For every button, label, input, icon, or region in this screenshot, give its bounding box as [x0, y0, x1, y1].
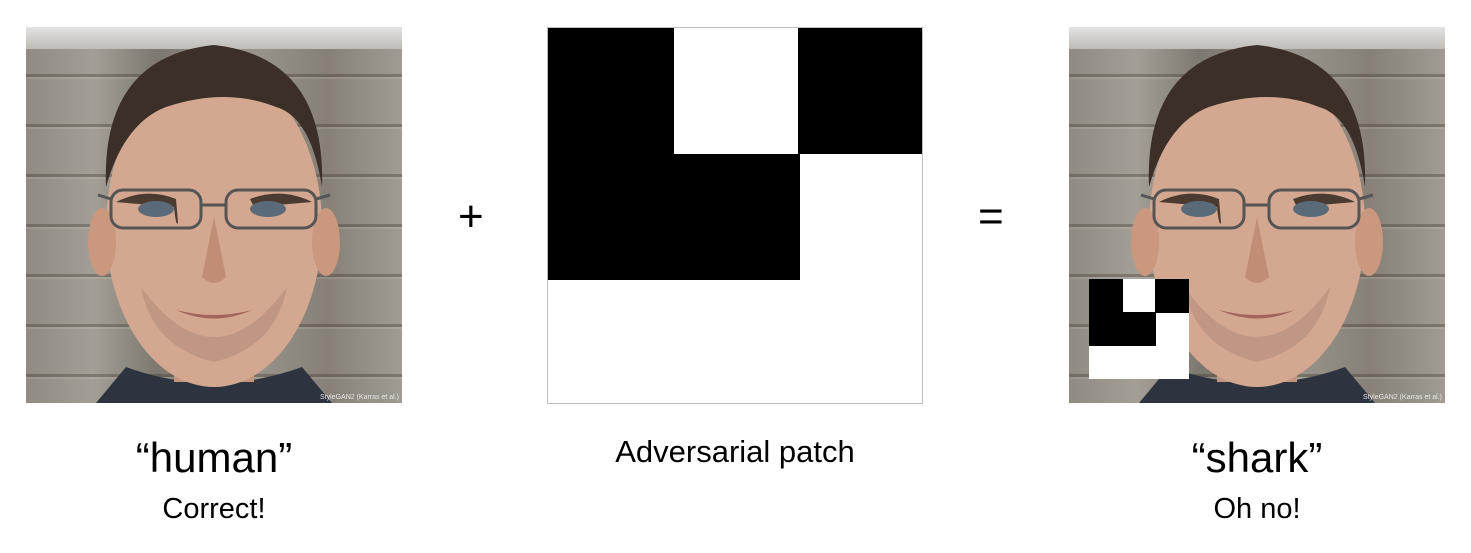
patch-caption: Adversarial patch	[615, 434, 855, 469]
image-credit: StyleGAN2 (Karras et al.)	[320, 394, 399, 401]
prediction-status-right: Oh no!	[1213, 493, 1301, 525]
patched-face-image: StyleGAN2 (Karras et al.)	[1069, 27, 1445, 403]
patch-pattern	[548, 28, 922, 280]
plus-sign: +	[458, 192, 484, 241]
adversarial-patch	[547, 27, 923, 404]
applied-patch	[1089, 279, 1189, 379]
prediction-label-left: “human”	[135, 434, 293, 481]
original-face-image: StyleGAN2 (Karras et al.)	[26, 27, 402, 403]
patch-block-top-right	[798, 28, 922, 154]
patch-block-center	[674, 154, 800, 280]
prediction-label-right: “shark”	[1191, 434, 1323, 481]
equals-sign: =	[978, 192, 1004, 241]
image-credit: StyleGAN2 (Karras et al.)	[1363, 394, 1442, 401]
face-illustration	[1131, 45, 1383, 403]
patch-block-top-left	[548, 28, 674, 280]
prediction-status-left: Correct!	[162, 493, 266, 525]
face-illustration	[88, 45, 340, 403]
applied-patch-pattern	[1089, 279, 1189, 346]
